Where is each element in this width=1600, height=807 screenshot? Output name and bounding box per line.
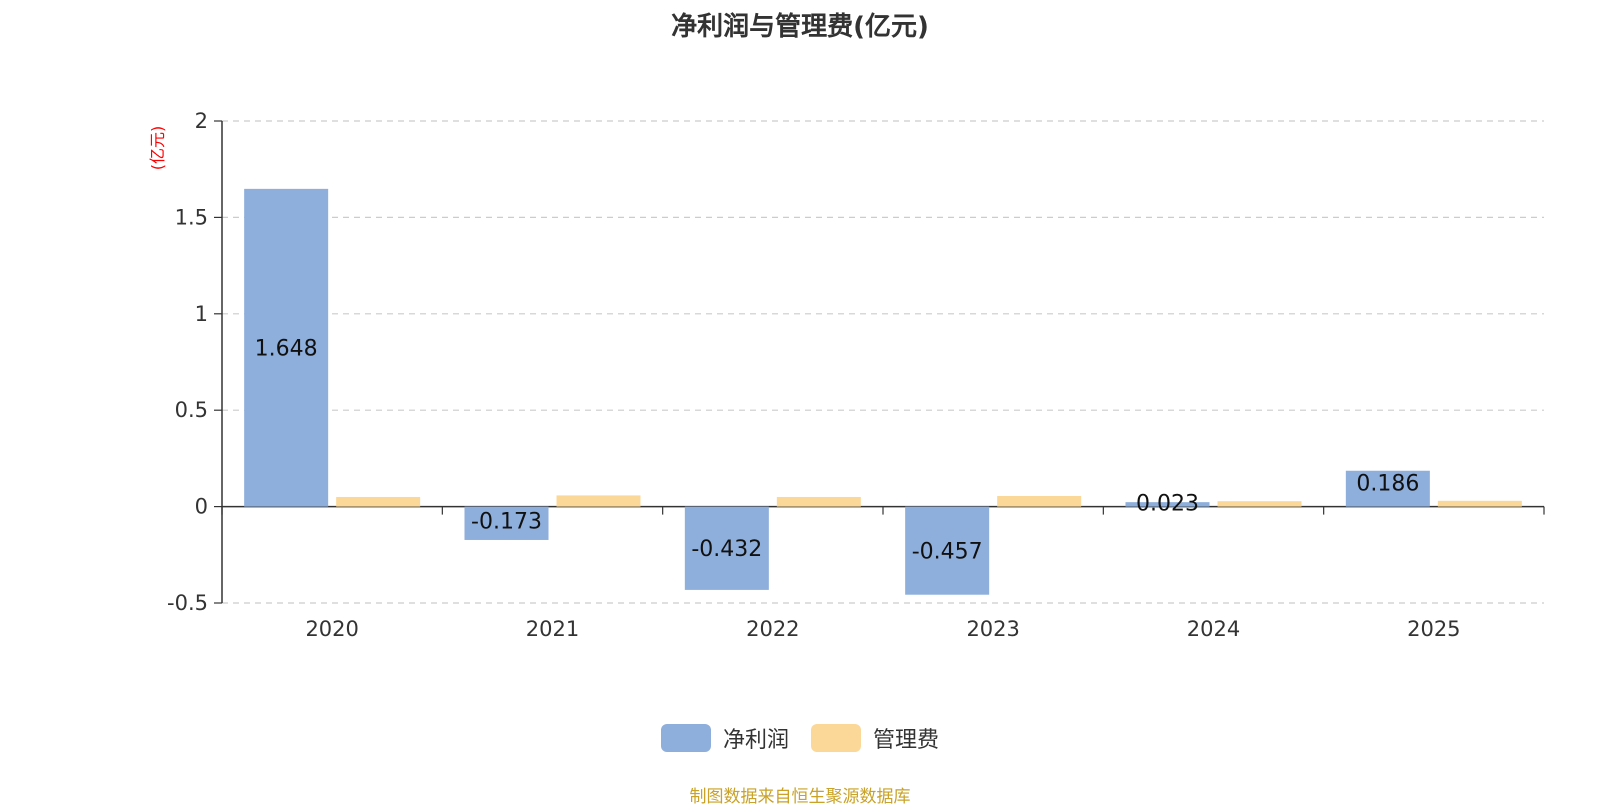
y-tick-label: -0.5 [167, 591, 208, 615]
legend-label-net-profit: 净利润 [722, 728, 789, 753]
data-label: 1.648 [255, 337, 318, 362]
bar-admin-expense-2022 [776, 496, 861, 507]
data-source-note: 制图数据来自恒生聚源数据库 [689, 787, 911, 807]
data-label: -0.173 [471, 510, 542, 535]
grid-lines [222, 120, 1544, 604]
x-tick-label: 2023 [966, 617, 1019, 641]
axes: -0.5 0 0.5 1 1.5 2 2020 2021 2022 2023 2024 2025 [167, 109, 1545, 641]
legend-label-admin-expense: 管理费 [873, 728, 940, 753]
x-tick-label: 2022 [746, 617, 799, 641]
y-tick-label: 1 [195, 302, 208, 326]
data-label: -0.457 [912, 540, 983, 565]
y-tick-label: 2 [195, 109, 208, 133]
data-label: 0.023 [1136, 492, 1199, 517]
bar-net-profit-2025 [1345, 470, 1430, 507]
bar-net-profit-2023 [905, 506, 990, 595]
bar-admin-expense-2020 [336, 496, 421, 507]
y-tick-label: 1.5 [175, 205, 208, 229]
bar-net-profit-2024 [1125, 502, 1210, 507]
y-axis-label: (亿元) [148, 126, 167, 171]
legend-swatch-net-profit [660, 724, 711, 752]
legend-swatch-admin-expense [811, 724, 861, 752]
bar-admin-expense-2021 [556, 495, 641, 507]
legend: 净利润 管理费 [0, 722, 1600, 754]
bar-admin-expense-2025 [1437, 500, 1522, 507]
data-labels: 1.648 -0.173 -0.432 -0.457 0.023 0.186 [255, 337, 1420, 565]
y-tick-label: 0 [195, 495, 208, 519]
bars [244, 188, 1522, 595]
bar-net-profit-2020 [244, 188, 329, 507]
x-tick-label: 2024 [1187, 617, 1240, 641]
legend-item-admin-expense[interactable]: 管理费 [811, 722, 939, 754]
bar-admin-expense-2023 [997, 495, 1082, 507]
x-tick-label: 2021 [526, 617, 579, 641]
x-tick-label: 2020 [305, 617, 358, 641]
y-tick-label: 0.5 [175, 398, 208, 422]
x-tick-label: 2025 [1407, 617, 1460, 641]
bar-net-profit-2022 [684, 506, 769, 590]
bar-chart: -0.5 0 0.5 1 1.5 2 2020 2021 2022 2023 2024 2025 1.… [148, 109, 1545, 641]
legend-item-net-profit[interactable]: 净利润 [660, 722, 789, 754]
data-label: -0.432 [691, 537, 762, 562]
bar-net-profit-2021 [464, 506, 549, 540]
bar-admin-expense-2024 [1217, 501, 1302, 507]
data-label: 0.186 [1356, 472, 1419, 497]
chart-title: 净利润与管理费(亿元) [671, 12, 929, 42]
